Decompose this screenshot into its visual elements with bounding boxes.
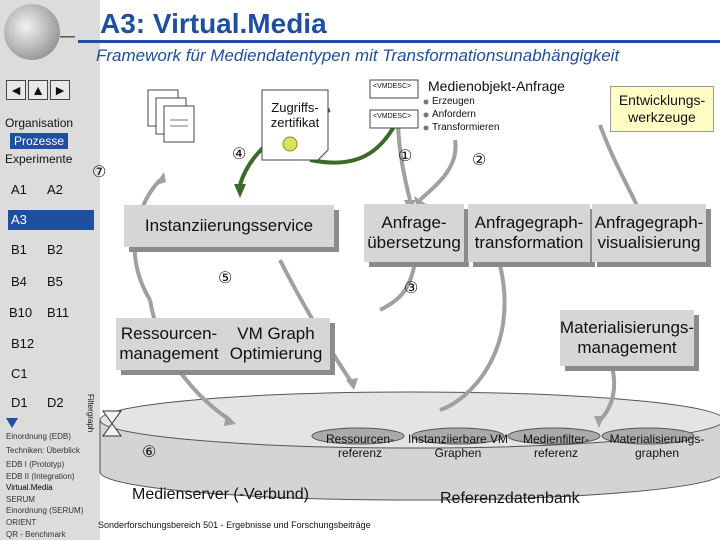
step-4: ④ — [232, 144, 246, 164]
query-graph-transform-label: Anfragegraph- transformation — [468, 213, 590, 254]
step-5: ⑤ — [218, 268, 232, 288]
vmdesc-tag: <VMDESC> — [373, 113, 411, 120]
instantiable-graphs-label: Instanziierbare VM Graphen — [406, 432, 510, 460]
query-graph-visual-box: Anfragegraph- visualisierung — [592, 204, 706, 262]
vmdesc-tag: <VMDESC> — [373, 83, 411, 90]
resource-ref-label: Ressourcen- referenz — [314, 432, 406, 460]
step-7: ⑦ — [92, 162, 106, 182]
request-item: Anfordern — [432, 109, 476, 120]
media-server-label: Medienserver (-Verbund) — [132, 486, 309, 504]
request-title: Medienobjekt-Anfrage — [428, 78, 565, 94]
request-item: Transformieren — [432, 122, 499, 133]
dev-tools-label: Entwicklungs- werkzeuge — [611, 92, 713, 126]
step-1: ① — [398, 146, 412, 166]
dev-tools-box: Entwicklungs- werkzeuge — [610, 86, 714, 132]
step-3: ③ — [404, 278, 418, 298]
vm-graph-opt-box: VM Graph Optimierung — [222, 318, 330, 370]
query-translation-label: Anfrage- übersetzung — [364, 213, 464, 254]
instantiation-box: Instanziierungsservice — [124, 205, 334, 247]
vm-graph-opt-label: VM Graph Optimierung — [222, 324, 330, 365]
document-stack-icon — [148, 90, 194, 142]
request-item: Erzeugen — [432, 96, 475, 107]
media-filter-ref-label: Medienfilter- referenz — [508, 432, 604, 460]
materialization-graphs-label: Materialisierungs- graphen — [600, 432, 714, 460]
query-graph-visual-label: Anfragegraph- visualisierung — [592, 213, 706, 254]
materialization-label: Materialisierungs- management — [560, 318, 694, 359]
instantiation-label: Instanziierungsservice — [145, 216, 313, 236]
flow-arrows — [135, 118, 650, 420]
step-6: ⑥ — [142, 442, 156, 462]
step-2: ② — [472, 150, 486, 170]
materialization-box: Materialisierungs- management — [560, 310, 694, 366]
footer-text: Sonderforschungsbereich 501 - Ergebnisse… — [98, 520, 371, 530]
access-certificate-label: Zugriffs- zertifikat — [264, 100, 326, 130]
resource-mgmt-box: Ressourcen- management — [116, 318, 222, 370]
reference-db-label: Referenzdatenbank — [440, 490, 580, 508]
query-translation-box: Anfrage- übersetzung — [364, 204, 464, 262]
resource-mgmt-label: Ressourcen- management — [116, 324, 222, 365]
query-graph-transform-box: Anfragegraph- transformation — [468, 204, 590, 262]
